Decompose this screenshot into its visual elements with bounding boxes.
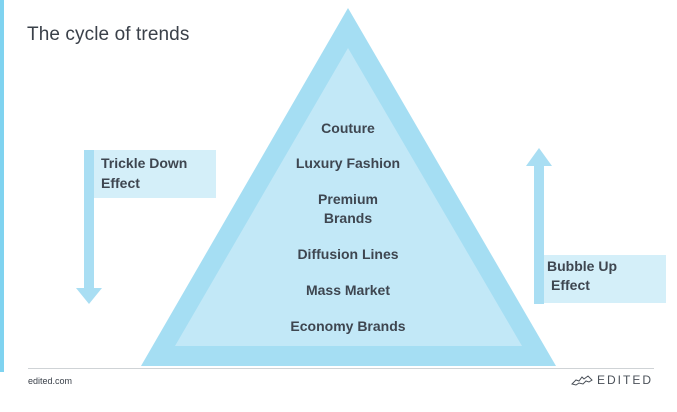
bubble-up-flag [544, 255, 666, 303]
trickle-down-label-line2: Effect [101, 175, 140, 191]
footer-divider [28, 368, 654, 369]
footer-site: edited.com [28, 376, 73, 386]
bubble-up-shaft [534, 164, 544, 304]
footer-brand-name: EDITED [596, 373, 653, 387]
trickle-down-label-line1: Trickle Down [101, 155, 188, 171]
left-accent-bar [0, 0, 4, 372]
tier-brands: Brands [323, 210, 373, 226]
bubble-up-label-line1: Bubble Up [547, 258, 617, 274]
page-title: The cycle of trends [27, 24, 190, 45]
trickle-down-flag [94, 150, 216, 198]
tier-mass-market: Mass Market [305, 282, 391, 298]
tier-diffusion-lines: Diffusion Lines [297, 246, 399, 262]
pyramid-inner [175, 48, 522, 346]
footer-brand: EDITED [571, 373, 653, 387]
trickle-down-shaft [84, 150, 94, 290]
trickle-down-arrowhead [76, 288, 102, 304]
tier-couture: Couture [321, 120, 375, 136]
tier-premium: Premium [318, 191, 378, 207]
bubble-up-arrowhead [526, 148, 552, 166]
wolf-logo-icon [571, 375, 593, 386]
tier-luxury-fashion: Luxury Fashion [295, 155, 401, 171]
bubble-up-label-line2: Effect [551, 277, 590, 293]
tier-economy-brands: Economy Brands [290, 318, 406, 334]
